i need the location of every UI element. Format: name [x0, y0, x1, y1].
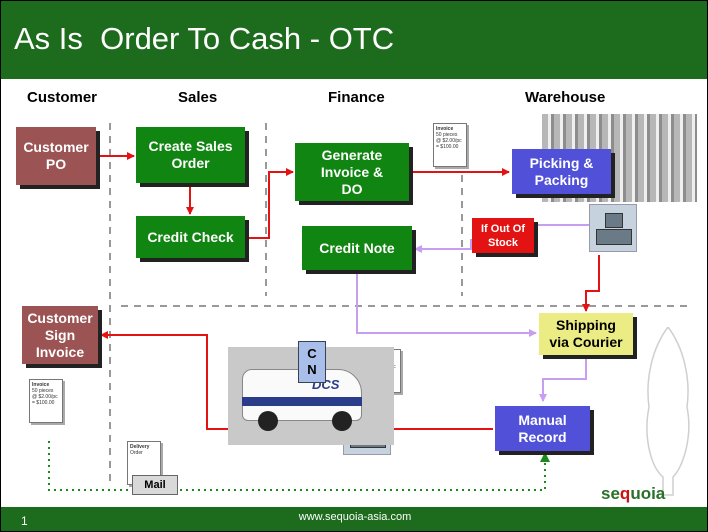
picking-packing-box: Picking & Packing: [512, 149, 611, 194]
courier-van-photo: DCS: [228, 347, 394, 445]
doc-heading: Delivery: [130, 444, 150, 450]
cn-note-label: C N: [298, 341, 326, 383]
arrow-credit-to-invoice: [248, 168, 294, 239]
lane-customer: Customer: [27, 89, 98, 106]
van-wheel: [332, 411, 352, 431]
lane-sales: Sales: [178, 89, 218, 106]
van-stripe: [242, 397, 362, 406]
customer-po-box: Customer PO: [16, 127, 96, 185]
shipping-via-courier-box: Shipping via Courier: [539, 313, 633, 355]
create-sales-order-box: Create Sales Order: [136, 127, 245, 183]
footer-url: www.sequoia-asia.com: [298, 511, 412, 523]
credit-check-box: Credit Check: [136, 216, 245, 258]
sequoia-tree-icon: [646, 327, 690, 496]
arrow-creditnote-to-shipping: [356, 273, 537, 337]
credit-note-box: Credit Note: [302, 226, 412, 270]
arrow-van-to-customer-sign: [100, 331, 229, 430]
arrow-to-creditnote: [414, 239, 472, 253]
doc-line: 50 pieces: [32, 388, 54, 394]
doc-line: Order: [130, 450, 143, 456]
customer-sign-invoice-box: Customer Sign Invoice: [22, 306, 98, 364]
manual-record-box: Manual Record: [495, 406, 590, 451]
stock-crate-icon: [589, 204, 637, 252]
page-title: As Is Order To Cash - OTC: [14, 21, 395, 56]
van-wheel: [258, 411, 278, 431]
generate-invoice-do-box: Generate Invoice & DO: [295, 143, 409, 201]
doc-line: @ $2.00/pc: [32, 394, 58, 400]
arrow-shipping-to-manual: [539, 354, 587, 402]
page-number: 1: [21, 514, 28, 528]
doc-line: 50 pieces: [436, 132, 458, 138]
doc-line: = $100.00: [436, 144, 459, 150]
invoice-document-icon: Invoice 50 pieces @ $2.00/pc = $100.00: [29, 379, 63, 423]
doc-heading: Invoice: [436, 126, 454, 132]
sequoia-logo: sequoia: [601, 484, 666, 503]
doc-line: @ $2.00/pc: [436, 138, 462, 144]
title-bar: As Is Order To Cash - OTC: [1, 1, 707, 79]
footer: 1 www.sequoia-asia.com: [1, 507, 707, 531]
dotted-mail-path: [48, 441, 550, 491]
doc-line: = $100.00: [32, 400, 55, 406]
lane-warehouse: Warehouse: [525, 89, 606, 106]
invoice-document-icon: Invoice 50 pieces @ $2.00/pc = $100.00: [433, 123, 467, 167]
lane-finance: Finance: [328, 89, 385, 106]
doc-heading: Invoice: [32, 382, 50, 388]
out-of-stock-box: If Out Of Stock: [472, 218, 534, 253]
arrow-stock-to-shipping: [582, 255, 600, 312]
mail-label: Mail: [132, 475, 178, 495]
